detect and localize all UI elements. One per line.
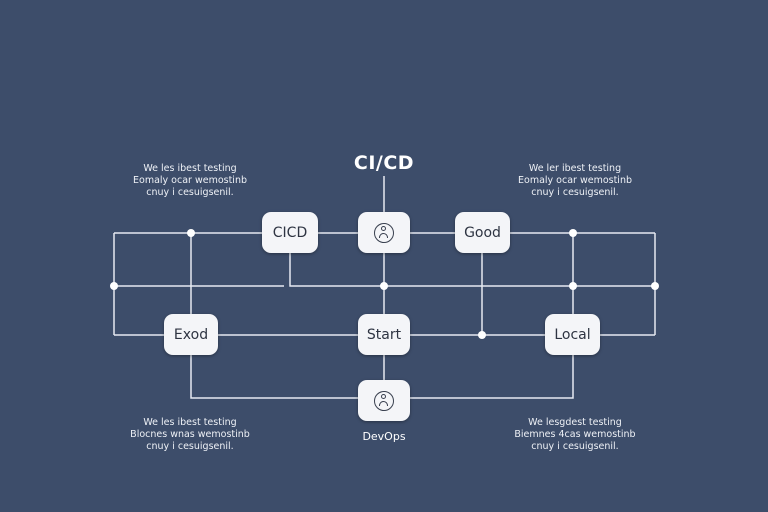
caption-line: We les ibest testing <box>143 417 237 428</box>
caption-line: We ler ibest testing <box>528 163 622 174</box>
caption-top-left: We les ibest testing Eomaly ocar wemosti… <box>120 163 260 199</box>
caption-line: We lesgdest testing <box>528 417 622 428</box>
junction-dot <box>569 229 577 237</box>
caption-bottom-right: We lesgdest testing Biemnes 4cas wemosti… <box>505 417 645 453</box>
caption-line: Blocnes wnas wemostinb <box>130 429 250 440</box>
caption-line: Biemnes 4cas wemostinb <box>514 429 636 440</box>
wire-cicd-down <box>289 253 655 287</box>
caption-bottom-left: We les ibest testing Blocnes wnas wemost… <box>120 417 260 453</box>
node-start[interactable]: Start <box>358 314 410 355</box>
node-cicd[interactable]: CICD <box>262 212 318 253</box>
junction-dot <box>110 282 118 290</box>
node-good[interactable]: Good <box>455 212 510 253</box>
caption-line: cnuy i cesuigsenil. <box>146 187 234 198</box>
node-label: Start <box>366 326 402 343</box>
caption-line: cnuy i cesuigsenil. <box>531 187 619 198</box>
junction-dot <box>380 282 388 290</box>
diagram-title: CI/CD <box>353 152 415 174</box>
node-label: Good <box>464 224 501 241</box>
wire-loop-left <box>190 355 358 399</box>
node-label: CICD <box>272 224 308 241</box>
node-label: Exod <box>173 326 209 343</box>
node-label: Local <box>554 326 591 343</box>
user-circle-icon <box>374 390 394 411</box>
user-circle-icon <box>374 222 394 243</box>
caption-line: Eomaly ocar wemostinb <box>133 175 247 186</box>
junction-dot <box>569 282 577 290</box>
caption-line: We les ibest testing <box>143 163 237 174</box>
caption-line: Eomaly ocar wemostinb <box>518 175 632 186</box>
junction-dot <box>478 331 486 339</box>
wire-loop-right <box>410 355 574 399</box>
node-exod[interactable]: Exod <box>164 314 218 355</box>
junction-dot <box>187 229 195 237</box>
devops-label: DevOps <box>362 430 406 443</box>
caption-line: cnuy i cesuigsenil. <box>531 441 619 452</box>
node-bottom-icon[interactable] <box>358 380 410 421</box>
caption-line: cnuy i cesuigsenil. <box>146 441 234 452</box>
node-local[interactable]: Local <box>545 314 600 355</box>
node-top-icon[interactable] <box>358 212 410 253</box>
junction-dot <box>651 282 659 290</box>
caption-top-right: We ler ibest testing Eomaly ocar wemosti… <box>505 163 645 199</box>
